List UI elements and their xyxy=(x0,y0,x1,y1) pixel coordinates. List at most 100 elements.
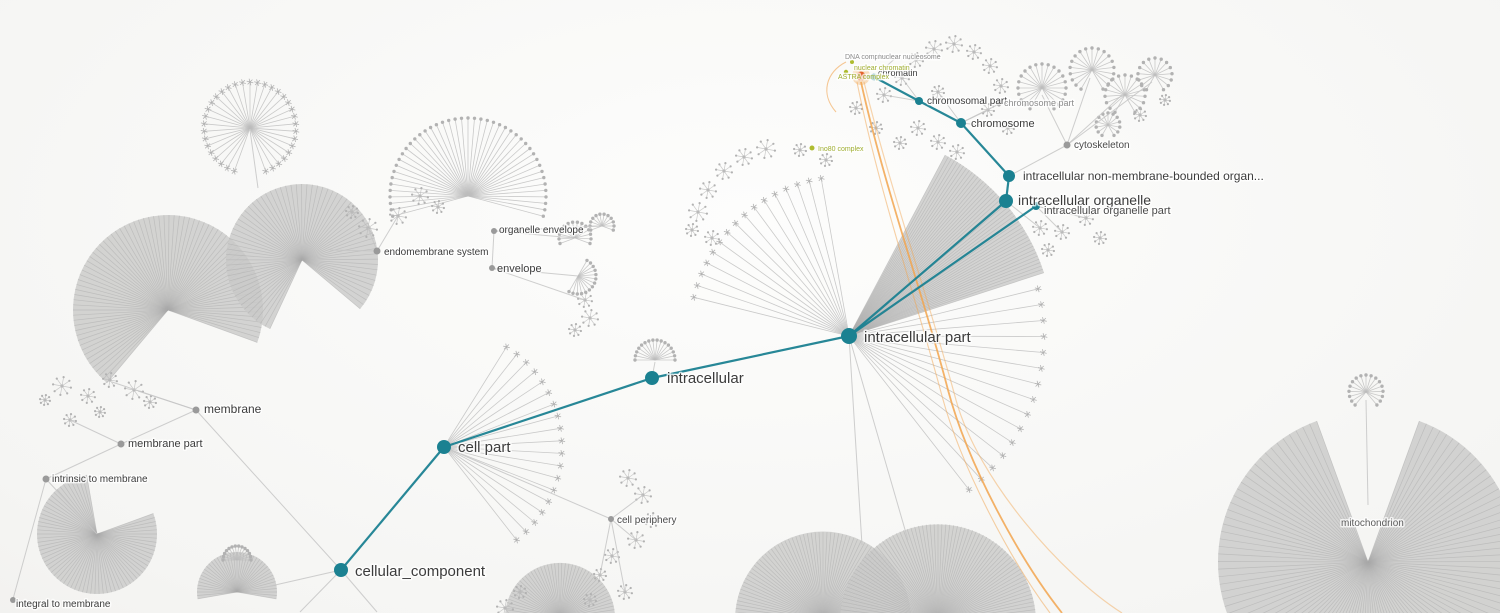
cluster-fan xyxy=(1347,373,1385,407)
graph-edge xyxy=(120,409,197,445)
graph-edge xyxy=(1066,81,1153,146)
cluster-flower xyxy=(925,40,944,59)
graph-edge xyxy=(491,230,495,269)
path-node-intracellular-part[interactable] xyxy=(841,328,857,344)
graph-edge xyxy=(1365,399,1369,506)
term-label: chromosomal part xyxy=(927,96,1007,107)
graph-edge xyxy=(493,225,603,232)
graph-edge xyxy=(1066,77,1091,146)
graph-edge xyxy=(610,518,626,593)
cluster-flower xyxy=(619,469,638,487)
graph-edge xyxy=(599,518,612,576)
term-node[interactable] xyxy=(996,101,1002,107)
term-node[interactable] xyxy=(491,228,497,234)
cluster-flower xyxy=(993,78,1010,94)
cluster-fan xyxy=(690,174,850,337)
highlight-path xyxy=(863,81,1123,613)
selected-path-edge xyxy=(443,376,653,449)
cluster-flower xyxy=(819,153,834,167)
cluster-flower xyxy=(604,548,621,565)
graph-edge xyxy=(1066,94,1123,146)
cluster-flower xyxy=(1159,94,1171,106)
cluster-fan xyxy=(1103,73,1147,115)
graph-edge xyxy=(12,478,47,600)
cluster-flower xyxy=(688,202,709,222)
cluster-flower xyxy=(869,121,884,135)
cluster-flower xyxy=(735,148,754,166)
selected-path-edge-layer xyxy=(340,74,1037,571)
term-label: intracellular organelle part xyxy=(1044,205,1171,217)
cluster-flower xyxy=(513,585,528,600)
cluster-flower xyxy=(704,230,721,246)
path-node-chromatin[interactable] xyxy=(870,73,878,81)
term-node-olive[interactable] xyxy=(843,69,849,75)
term-label: chromosome xyxy=(971,118,1035,130)
term-label: DNA complex xyxy=(845,54,888,61)
term-label: membrane part xyxy=(128,438,203,450)
cluster-flower xyxy=(1093,231,1107,245)
graph-edge xyxy=(45,443,122,480)
term-label: membrane xyxy=(204,402,262,416)
cluster-flower xyxy=(583,593,598,608)
graph-edge xyxy=(367,227,378,252)
path-node-chromosomal-part[interactable] xyxy=(915,97,923,105)
cluster-fan xyxy=(1094,111,1122,138)
term-label: cell part xyxy=(458,439,511,456)
path-node-chromosome[interactable] xyxy=(956,118,966,128)
term-label: intracellular organelle xyxy=(1018,192,1151,208)
path-node-intracellular-organelle-part[interactable] xyxy=(1032,202,1040,210)
cluster-flower xyxy=(966,44,983,61)
path-node-intracellular[interactable] xyxy=(645,371,659,385)
cluster-flower xyxy=(793,143,808,157)
term-node[interactable] xyxy=(608,516,614,522)
selected-term-node[interactable] xyxy=(856,71,866,81)
term-node[interactable] xyxy=(117,440,125,448)
cluster-flower xyxy=(715,162,734,180)
graph-edge xyxy=(960,103,1000,124)
selected-path-edge xyxy=(340,446,445,571)
cluster-flower xyxy=(80,388,96,404)
graph-edge xyxy=(883,94,920,102)
path-node-non-membrane-bounded-organelle[interactable] xyxy=(1003,170,1015,182)
graph-edge xyxy=(1008,144,1068,177)
cluster-flower xyxy=(1032,220,1048,236)
graph-edge xyxy=(1035,205,1063,233)
term-node-olive[interactable] xyxy=(809,145,815,151)
selected-path-edge xyxy=(918,100,962,124)
cluster-flower xyxy=(893,136,908,150)
term-label: envelope xyxy=(497,263,542,275)
term-node[interactable] xyxy=(489,265,495,271)
term-node[interactable] xyxy=(192,406,200,414)
cluster-fan xyxy=(567,258,598,296)
graph-edge xyxy=(848,335,909,541)
cluster-flower xyxy=(94,406,106,418)
graph-edge xyxy=(45,478,98,535)
cluster-flower xyxy=(581,309,600,327)
term-node[interactable] xyxy=(42,475,50,483)
path-node-cellular-component[interactable] xyxy=(334,563,348,577)
term-node[interactable] xyxy=(10,597,16,603)
graph-edge xyxy=(261,569,342,589)
term-node[interactable] xyxy=(1063,141,1071,149)
graph-edge xyxy=(69,419,122,445)
path-node-intracellular-organelle[interactable] xyxy=(999,194,1013,208)
cluster-flower xyxy=(910,120,927,136)
cluster-flower xyxy=(577,292,594,308)
cluster-disk xyxy=(505,562,615,613)
graph-edge xyxy=(610,518,637,541)
cluster-flower xyxy=(644,511,661,529)
cluster-flower xyxy=(699,181,718,199)
term-node-olive[interactable] xyxy=(850,60,854,64)
graph-edge xyxy=(1035,205,1087,219)
path-node-cell-part[interactable] xyxy=(437,440,451,454)
term-label: integral to membrane xyxy=(16,599,111,610)
graph-edge xyxy=(960,122,1009,129)
highlight-path-layer xyxy=(826,61,1123,613)
cluster-flower xyxy=(102,372,118,388)
cluster-disk xyxy=(73,214,264,384)
graph-edge xyxy=(443,446,612,520)
term-node[interactable] xyxy=(373,247,381,255)
cluster-fan xyxy=(633,338,677,362)
